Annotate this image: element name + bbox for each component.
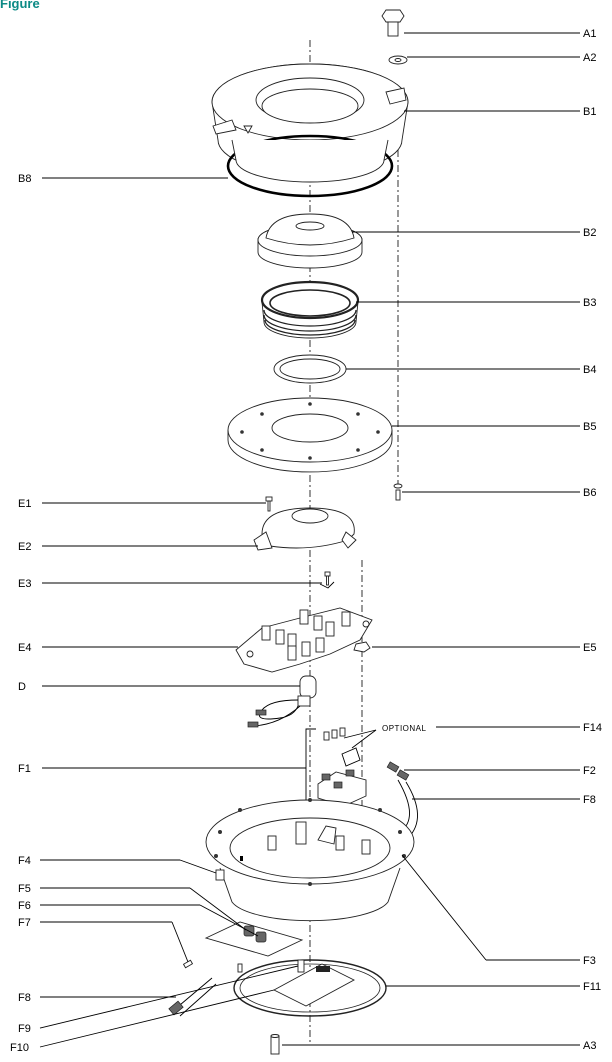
- callout-e4: E4: [18, 642, 31, 654]
- callout-b6: B6: [583, 487, 596, 499]
- cable-f8-lower: [168, 977, 217, 1017]
- callout-f7: F7: [18, 917, 31, 929]
- nut-e5: [353, 641, 371, 653]
- callout-b3: B3: [583, 297, 596, 309]
- screw-b6: [393, 483, 403, 501]
- bolt-a1: [381, 9, 405, 37]
- callout-e5: E5: [583, 642, 596, 654]
- ring-b4: [273, 354, 347, 384]
- gland-bracket-f5-f6: [204, 921, 304, 957]
- callout-f3: F3: [583, 955, 596, 967]
- callout-b5: B5: [583, 421, 596, 433]
- callout-a1: A1: [583, 28, 596, 40]
- shield-e2: [253, 507, 357, 551]
- housing-base-f3: [205, 798, 415, 922]
- optional-note: OPTIONAL: [382, 724, 427, 733]
- callout-d: D: [18, 681, 26, 693]
- callout-e1: E1: [18, 498, 31, 510]
- plug-a3: [270, 1034, 280, 1055]
- transducer-d: [247, 675, 317, 728]
- callout-f5: F5: [18, 883, 31, 895]
- callout-b2: B2: [583, 227, 596, 239]
- callout-f1: F1: [18, 763, 31, 775]
- callout-f8-upper: F8: [583, 794, 596, 806]
- callout-labels: A1 A2 B1 B8 B2 B3 B4 B5 B6 E1 E2 E3 E4 E…: [10, 28, 602, 1054]
- callout-b4: B4: [583, 364, 596, 376]
- callout-f11: F11: [583, 981, 601, 993]
- terminal-block-e4: [235, 607, 373, 673]
- callout-f10: F10: [10, 1042, 29, 1054]
- screw-e3: [319, 571, 335, 589]
- oring-b8: [226, 134, 394, 198]
- callout-f2: F2: [583, 765, 596, 777]
- gasket-f11: [233, 959, 387, 1017]
- plug-f4: [215, 869, 225, 881]
- callout-e2: E2: [18, 541, 31, 553]
- threaded-ring-b3: [260, 280, 360, 339]
- callout-f14: F14: [583, 722, 602, 734]
- callout-a3: A3: [583, 1040, 596, 1052]
- callout-f4: F4: [18, 855, 31, 867]
- callout-b1: B1: [583, 106, 596, 118]
- callout-b8: B8: [18, 173, 31, 185]
- terminal-assembly-f1: [305, 727, 367, 807]
- figure-title: Figure: [0, 0, 40, 11]
- callout-e3: E3: [18, 578, 31, 590]
- leader-lines: [39, 32, 580, 1048]
- screw-e1: [265, 496, 273, 512]
- callout-f6: F6: [18, 900, 31, 912]
- callout-a2: A2: [583, 52, 596, 64]
- callout-f9: F9: [18, 1023, 31, 1035]
- screw-f7: [182, 959, 243, 973]
- label-plate-f9: [273, 959, 355, 1007]
- cap-b2: [257, 213, 363, 269]
- connector-f2: [386, 761, 410, 781]
- flange-plate-b5: [227, 397, 393, 473]
- callout-f8-lower: F8: [18, 992, 31, 1004]
